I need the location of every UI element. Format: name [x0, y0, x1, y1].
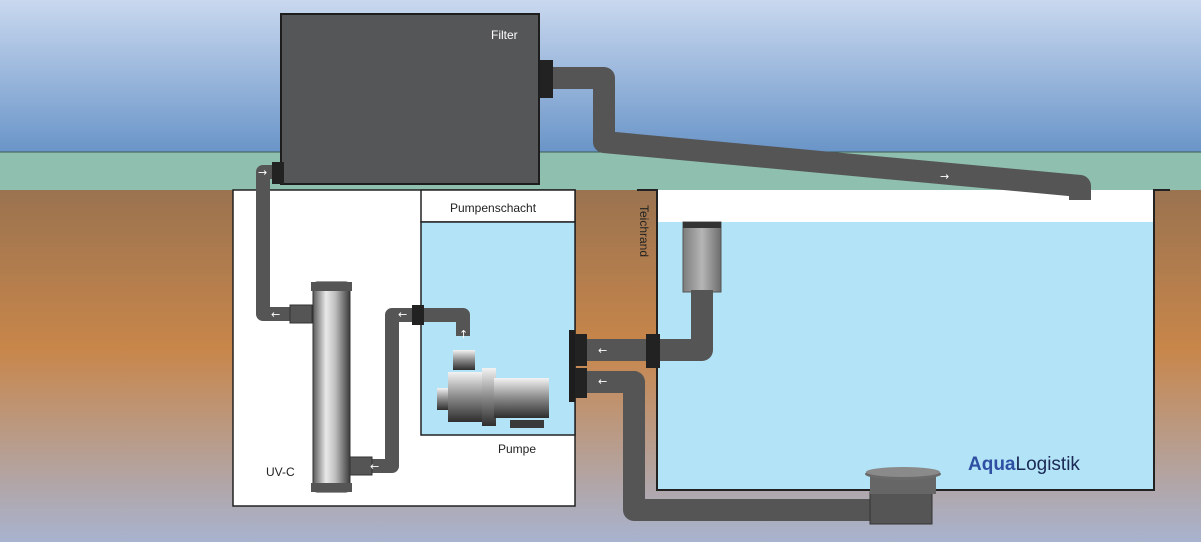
filter-label: Filter	[491, 28, 518, 42]
logo-part-logistik: Logistik	[1016, 454, 1081, 475]
shaft-wall-flange	[412, 305, 424, 325]
pump	[437, 350, 549, 428]
aqualogistik-logo: AquaLogistik	[968, 454, 1080, 475]
flow-arrow-return: →	[940, 170, 949, 183]
uvc-label: UV-C	[266, 465, 295, 479]
pond-water	[657, 222, 1154, 490]
pipe-uvc-to-filter	[256, 165, 300, 321]
pump-shaft-header	[420, 189, 576, 223]
pump-shaft-label: Pumpenschacht	[450, 201, 537, 215]
filter-inlet-flange	[272, 162, 284, 184]
flow-arrow-skimmer: ←	[598, 344, 607, 357]
return-pipe	[550, 67, 1091, 200]
logo-part-aqua: Aqua	[968, 454, 1016, 475]
pump-label: Pumpe	[498, 442, 536, 456]
flow-arrow-drain: ←	[598, 375, 607, 388]
flow-arrow-shaft-out: ←	[398, 308, 407, 321]
flow-arrow-uvc-in: ←	[370, 460, 379, 473]
flow-arrow-pump-up: ↑	[459, 328, 468, 341]
uvc-clarifier	[312, 281, 351, 493]
flow-arrow-filter-inlet: →	[258, 166, 267, 179]
skimmer	[682, 221, 722, 293]
flow-arrow-uvc-out: ←	[271, 308, 280, 321]
pond-edge-label: Teichrand	[637, 205, 651, 257]
pipe-pump-to-uvc	[362, 308, 470, 473]
pipe-bottom-drain	[582, 371, 880, 521]
filter-box	[280, 13, 540, 185]
bottom-drain	[865, 467, 941, 525]
pipe-skimmer	[582, 290, 713, 361]
filter-outlet-flange	[537, 60, 553, 98]
